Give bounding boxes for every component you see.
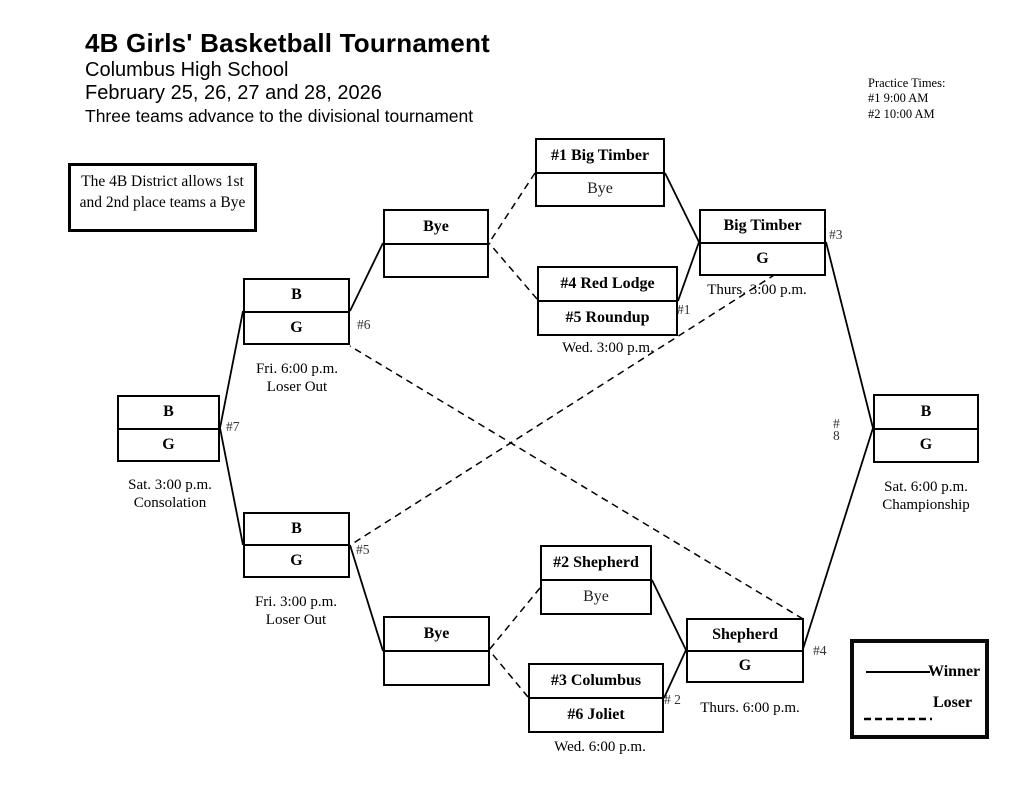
winner-line-seedbottom-to-game4 [651, 579, 687, 651]
game5-time: Fri. 3:00 p.m. Loser Out [216, 593, 376, 630]
game6-number: #6 [357, 317, 371, 332]
game2-team-bottom: #6 Joliet [567, 706, 625, 723]
game7-box: B G [117, 395, 220, 462]
practice-time-1: #1 9:00 AM [868, 91, 929, 106]
game3-time: Thurs. 3:00 p.m. [707, 282, 807, 298]
game5-time-text: Fri. 3:00 p.m. [254, 594, 338, 610]
game6-time: Fri. 6:00 p.m. Loser Out [217, 360, 377, 397]
school-name: Columbus High School [85, 59, 289, 81]
winner-line-byetop-to-game6 [349, 242, 384, 312]
game1-team-bottom: #5 Roundup [565, 309, 650, 326]
game1-number: #1 [677, 302, 691, 317]
game4-box: Shepherd G [686, 618, 804, 683]
game1-team-top: #4 Red Lodge [539, 268, 676, 302]
game8-time-text: Sat. 6:00 p.m. [884, 479, 968, 495]
game7-time-text: Sat. 3:00 p.m. [128, 477, 212, 493]
game8-number: # 8 [833, 418, 840, 443]
winner-line-game4-to-game8 [802, 427, 874, 650]
legend-box [850, 639, 989, 739]
district-bye-note: The 4B District allows 1st and 2nd place… [68, 163, 257, 232]
game5-slot-top: B [245, 514, 348, 546]
game7-slot-top: B [119, 397, 218, 430]
advancement-note: Three teams advance to the divisional to… [85, 106, 474, 126]
seed-top-bye: Bye [587, 180, 613, 198]
game3-box: Big Timber G [699, 209, 826, 276]
bye-top-label: Bye [385, 211, 487, 245]
seed-bottom-team: #2 Shepherd [542, 547, 650, 581]
loser-line-game1-to-byetop [488, 242, 538, 300]
district-bye-note-line1: The 4B District allows 1st [81, 173, 244, 190]
game3-team-bottom: G [756, 249, 769, 267]
loser-line-game2-to-byebottom [488, 649, 529, 698]
game7-slot-bottom: G [162, 435, 175, 453]
winner-line-game3-to-game8 [825, 241, 874, 429]
game1-time: Wed. 3:00 p.m. [562, 340, 654, 356]
game2-box: #3 Columbus #6 Joliet [528, 663, 664, 733]
seed-top-box: #1 Big Timber Bye [535, 138, 665, 207]
bye-bottom-label: Bye [385, 618, 488, 652]
seed-bottom-box: #2 Shepherd Bye [540, 545, 652, 615]
game7-subtitle: Consolation [133, 495, 207, 512]
game8-box: B G [873, 394, 979, 463]
game5-number: #5 [356, 542, 370, 557]
game5-box: B G [243, 512, 350, 578]
game7-number: #7 [226, 419, 240, 434]
game8-subtitle: Championship [882, 497, 970, 514]
game4-time: Thurs. 6:00 p.m. [700, 700, 800, 716]
game6-box: B G [243, 278, 350, 345]
loser-line-game4-to-game6 [349, 345, 804, 620]
bye-bottom-box: Bye [383, 616, 490, 686]
bye-bottom-empty-slot [385, 652, 488, 684]
game8-number-line1: # [833, 418, 840, 431]
loser-line-seedtop-to-byetop [488, 172, 536, 244]
winner-line-game1-to-game3 [677, 241, 700, 302]
game8-number-line2: 8 [833, 428, 840, 443]
winner-line-seedtop-to-game3 [664, 172, 700, 243]
game6-slot-bottom: G [290, 318, 303, 336]
loser-line-game3-to-game5 [351, 241, 827, 545]
winner-line-game2-to-game4 [663, 649, 687, 699]
game8-slot-top: B [875, 396, 977, 430]
page-title: 4B Girls' Basketball Tournament [85, 28, 490, 58]
seed-top-team: #1 Big Timber [537, 140, 663, 174]
winner-line-game5-to-game7 [219, 427, 244, 546]
game8-slot-bottom: G [919, 436, 933, 454]
game6-time-text: Fri. 6:00 p.m. [255, 361, 339, 377]
game4-team-top: Shepherd [688, 620, 802, 652]
loser-line-seedbottom-to-byebottom [488, 587, 541, 651]
game8-time: Sat. 6:00 p.m. Championship [846, 478, 1006, 515]
game3-number: #3 [829, 227, 843, 242]
practice-time-2: #2 10:00 AM [868, 106, 935, 121]
game2-number: # 2 [664, 692, 681, 707]
bye-top-box: Bye [383, 209, 489, 278]
game2-time: Wed. 6:00 p.m. [554, 739, 646, 755]
tournament-dates: February 25, 26, 27 and 28, 2026 [85, 82, 382, 104]
legend-winner-label: Winner [928, 663, 981, 680]
game6-slot-top: B [245, 280, 348, 313]
practice-times: Practice Times: #1 9:00 AM #2 10:00 AM [868, 76, 945, 122]
practice-times-heading: Practice Times: [868, 76, 946, 90]
winner-line-game6-to-game7 [219, 310, 244, 429]
legend-loser-label: Loser [933, 694, 973, 711]
game4-number: #4 [813, 643, 827, 658]
seed-bottom-bye: Bye [583, 588, 609, 605]
bye-top-empty-slot [385, 245, 487, 277]
game1-box: #4 Red Lodge #5 Roundup [537, 266, 678, 336]
game3-team-top: Big Timber [701, 211, 824, 244]
game6-subtitle: Loser Out [266, 379, 328, 396]
game5-subtitle: Loser Out [265, 612, 327, 629]
game7-time: Sat. 3:00 p.m. Consolation [90, 476, 250, 513]
district-bye-note-line2: and 2nd place teams a Bye [79, 194, 246, 212]
game4-team-bottom: G [738, 657, 752, 675]
winner-line-byebottom-to-game5 [349, 544, 384, 652]
game5-slot-bottom: G [290, 552, 303, 569]
game2-team-top: #3 Columbus [530, 665, 662, 699]
